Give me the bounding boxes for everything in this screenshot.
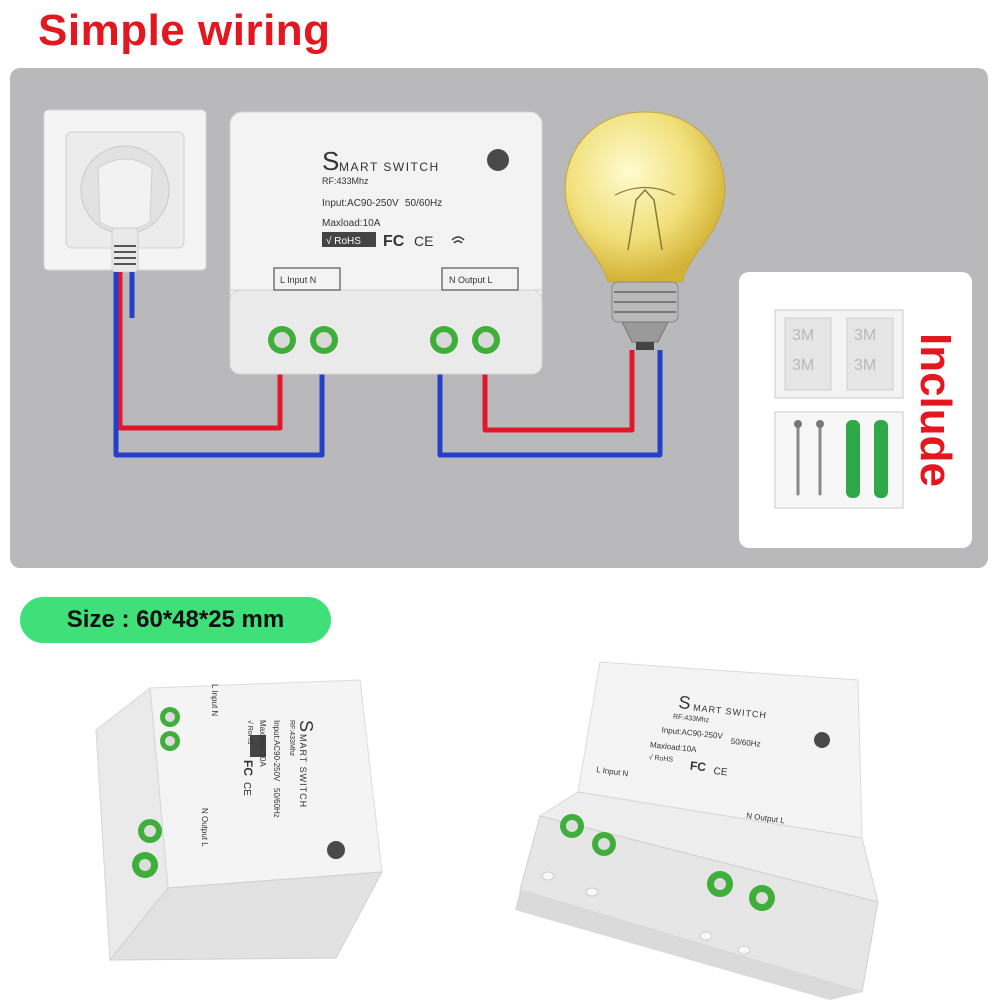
right-frequency: 50/60Hz (730, 737, 761, 749)
right-device-rf: RF:433Mhz (673, 714, 710, 725)
left-fc-mark: FC (241, 760, 255, 776)
left-input-terminal: L Input N (210, 684, 219, 716)
tape-text-1: 3M (792, 327, 814, 344)
device-frequency: 50/60Hz (405, 198, 442, 209)
rohs-badge (322, 232, 376, 247)
wire-blue-input (113, 272, 325, 458)
right-fc-mark: FC (689, 759, 707, 775)
device-fc-mark: FC (383, 233, 405, 250)
wiring-diagram: S MART SWITCH RF:433Mhz Input:AC90-250V … (43, 109, 726, 458)
device-logo-letter: S (322, 146, 339, 176)
terminal-screws (268, 326, 500, 354)
right-input-terminal: L Input N (596, 765, 629, 778)
include-label: Include (911, 332, 960, 488)
device-maxload: Maxload:10A (322, 218, 381, 229)
size-badge: Size : 60*48*25 mm (20, 597, 331, 643)
wifi-icon (451, 236, 465, 244)
right-logo-letter: S (678, 692, 692, 713)
wall-socket-icon (43, 109, 207, 273)
tape-text-3: 3M (854, 327, 876, 344)
product-photos: S MART SWITCH RF:433Mhz Input:AC90-250V … (95, 661, 879, 1000)
tape-text-2: 3M (792, 357, 814, 374)
left-device-name: MART SWITCH (298, 734, 308, 808)
screws-and-anchors-icon (774, 411, 904, 509)
smart-switch-device: S MART SWITCH RF:433Mhz Input:AC90-250V … (229, 111, 543, 375)
left-output-terminal: N Output L (200, 808, 209, 847)
input-terminal-label: L Input N (280, 275, 316, 285)
wire-red-input (117, 272, 283, 431)
left-maxload: Maxload:10A (258, 720, 267, 767)
device-input-rating: Input:AC90-250V (322, 198, 399, 209)
left-input-rating: Input:AC90-250V (272, 720, 281, 782)
wire-blue-output (437, 350, 663, 458)
include-items: 3M 3M 3M 3M (774, 309, 904, 509)
device-photo-left (95, 679, 383, 962)
left-logo-letter: S (296, 720, 316, 732)
device-photo-right (515, 661, 879, 1000)
wire-red-output (482, 350, 635, 433)
right-rohs: √ RoHS (648, 753, 673, 764)
left-ce-mark: CE (241, 782, 252, 796)
left-rohs: √ RoHS (246, 720, 254, 745)
right-ce-mark: CE (713, 766, 728, 778)
tape-text-4: 3M (854, 357, 876, 374)
device-rf: RF:433Mhz (322, 176, 369, 186)
adhesive-tape-icon (774, 309, 904, 399)
page-title: Simple wiring (38, 6, 331, 55)
output-terminal-label: N Output L (449, 275, 493, 285)
device-name: MART SWITCH (339, 160, 440, 174)
device-ce-mark: CE (414, 233, 433, 249)
left-device-rf: RF:433Mhz (288, 720, 295, 757)
light-bulb-icon (564, 111, 726, 350)
device-rohs: √ RoHS (326, 235, 361, 247)
left-frequency: 50/60Hz (272, 788, 281, 818)
